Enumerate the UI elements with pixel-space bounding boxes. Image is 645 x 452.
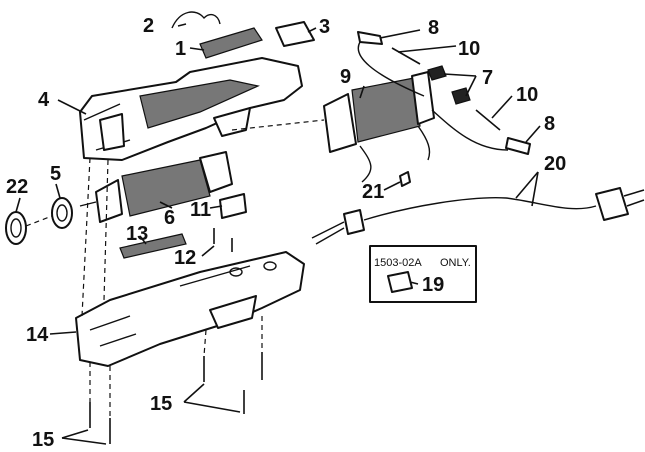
armature-part (79, 151, 233, 223)
callout-22: 22 (6, 176, 28, 198)
callout-15-lower: 15 (32, 429, 54, 451)
callout-4: 4 (38, 89, 50, 111)
cord-screw-part (399, 171, 411, 187)
bracket-part (219, 193, 247, 219)
callout-10-lower: 10 (516, 84, 538, 106)
field-coil-part (323, 71, 435, 183)
callout-1: 1 (175, 38, 186, 60)
callout-3: 3 (319, 16, 330, 38)
callout-6: 6 (164, 207, 175, 229)
callout-2: 2 (143, 15, 154, 37)
callout-14: 14 (26, 324, 49, 346)
washer-part (5, 211, 27, 245)
callout-9: 9 (340, 66, 351, 88)
callout-12: 12 (174, 247, 196, 269)
callout-5: 5 (50, 163, 61, 185)
callout-7: 7 (482, 67, 493, 89)
top-housing-part (79, 57, 303, 161)
callout-11: 11 (190, 199, 211, 221)
callout-15-upper: 15 (150, 393, 172, 415)
bottom-housing-part (75, 251, 305, 367)
power-cord-part (311, 187, 645, 245)
housing-screws-part (89, 352, 263, 444)
alignment-lines (25, 119, 325, 418)
model-inset-box: 1503-02A ONLY. (369, 245, 477, 303)
callout-8-upper: 8 (428, 17, 439, 39)
callout-10-upper: 10 (458, 38, 480, 60)
small-screws-part (213, 228, 233, 252)
callout-numbers: 2 1 3 4 5 22 6 11 12 13 14 15 15 9 8 10 … (6, 15, 566, 451)
callout-21: 21 (362, 181, 384, 203)
spring-clip-part (171, 11, 221, 29)
brush-plate-part (119, 233, 187, 259)
callout-8-lower: 8 (544, 113, 555, 135)
brush-assembly-upper (357, 31, 447, 97)
callout-20: 20 (544, 153, 566, 175)
leader-lines (15, 23, 541, 445)
bearing-ring-part (51, 197, 73, 229)
callout-19: 19 (422, 274, 444, 296)
label-plate-part (275, 21, 315, 47)
inset-only-label: ONLY. (440, 257, 471, 269)
callout-13: 13 (126, 223, 148, 245)
filter-screen-part (199, 27, 263, 59)
inset-model-label: 1503-02A (374, 257, 422, 269)
brush-assembly-lower (431, 87, 531, 155)
